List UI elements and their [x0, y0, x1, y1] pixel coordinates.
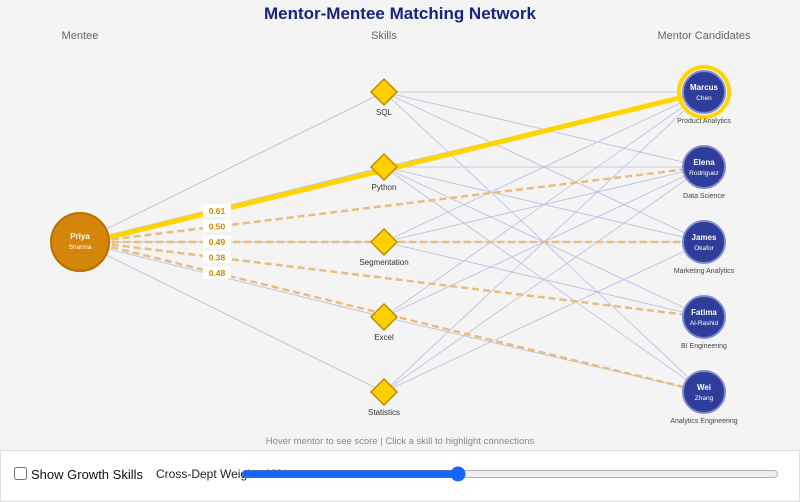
skill-diamond	[369, 227, 399, 257]
mentor-last-name: Rodriguez	[689, 170, 719, 177]
column-header-mentors: Mentor Candidates	[658, 30, 751, 42]
mentor-circle	[682, 70, 726, 114]
skill-node-python[interactable]: Python	[369, 152, 399, 192]
score-label-bg	[203, 204, 231, 217]
mentor-department: Data Science	[683, 193, 725, 200]
mentee-skill-edge	[79, 241, 385, 318]
mentee-circle	[50, 212, 110, 272]
show-growth-skills-checkbox[interactable]	[14, 467, 27, 480]
match-score: 0.48	[209, 268, 226, 278]
network-diagram: Mentor-Mentee Matching Network Mentee Sk…	[50, 4, 751, 447]
column-header-skills: Skills	[371, 30, 397, 42]
mentor-highlight-ring	[677, 65, 731, 119]
skill-mentor-edge	[383, 316, 705, 393]
skill-diamond	[369, 152, 399, 182]
mentor-last-name: Chen	[696, 95, 712, 102]
score-label-bg	[203, 219, 231, 232]
match-score-label: 0.48	[203, 266, 231, 279]
mentor-circle	[682, 220, 726, 264]
mentee-skill-edge	[79, 241, 385, 393]
match-score: 0.61	[209, 206, 226, 216]
mentee-first-name: Priya	[70, 232, 90, 241]
cross-dept-weight-slider[interactable]	[241, 467, 779, 481]
mentor-department: BI Engineering	[681, 343, 727, 350]
mentor-first-name: Elena	[693, 158, 715, 167]
match-score: 0.50	[209, 221, 226, 231]
mentor-first-name: Fatima	[691, 308, 717, 317]
skill-diamond	[369, 77, 399, 107]
match-score: 0.38	[209, 253, 226, 263]
mentor-first-name: Marcus	[690, 83, 719, 92]
mentor-circle	[682, 370, 726, 414]
score-label-bg	[203, 251, 231, 264]
skill-diamond	[369, 377, 399, 407]
controls-bar: Show Growth Skills Cross-Dept Weight: 40…	[0, 450, 800, 502]
mentor-first-name: James	[692, 233, 717, 242]
skill-label: Excel	[374, 333, 394, 342]
mentor-first-name: Wei	[697, 383, 711, 392]
skill-node-excel[interactable]: Excel	[369, 302, 399, 342]
column-header-mentee: Mentee	[62, 30, 99, 42]
match-score-label: 0.50	[203, 219, 231, 232]
skill-label: SQL	[376, 108, 393, 117]
mentee-last-name: Sharma	[69, 244, 92, 251]
match-edge	[89, 240, 705, 394]
mentor-circle	[682, 145, 726, 189]
mentor-circle	[682, 295, 726, 339]
skill-label: Python	[372, 183, 397, 192]
mentor-department: Marketing Analytics	[674, 268, 735, 275]
skill-node-sql[interactable]: SQL	[369, 77, 399, 117]
hint-text: Hover mentor to see score | Click a skil…	[266, 436, 535, 447]
skill-label: Statistics	[368, 408, 400, 417]
mentor-department: Analytics Engineering	[670, 418, 737, 425]
mentor-last-name: Al-Rashid	[690, 320, 719, 327]
show-growth-skills-label: Show Growth Skills	[31, 467, 143, 482]
skill-mentor-edge	[383, 241, 705, 393]
mentor-department: Product Analytics	[677, 118, 731, 125]
match-edge	[89, 165, 705, 244]
skill-mentor-edge	[383, 91, 705, 318]
match-edge	[89, 240, 705, 319]
match-score: 0.49	[209, 237, 226, 247]
diagram-title: Mentor-Mentee Matching Network	[264, 4, 537, 23]
match-score-label: 0.38	[203, 251, 231, 264]
score-label-bg	[203, 235, 231, 248]
score-label-bg	[203, 266, 231, 279]
skill-mentor-edge	[383, 166, 705, 393]
mentor-last-name: Zhang	[695, 395, 714, 402]
match-score-label: 0.49	[203, 235, 231, 248]
mentor-last-name: Okafor	[694, 245, 714, 252]
skill-label: Segmentation	[359, 258, 408, 267]
skill-diamond	[369, 302, 399, 332]
mentee-skill-edge	[79, 91, 385, 243]
skill-node-statistics[interactable]: Statistics	[368, 377, 400, 417]
skill-node-segmentation[interactable]: Segmentation	[359, 227, 409, 267]
skill-mentor-edge	[383, 91, 705, 243]
match-score-label: 0.61	[203, 204, 231, 217]
